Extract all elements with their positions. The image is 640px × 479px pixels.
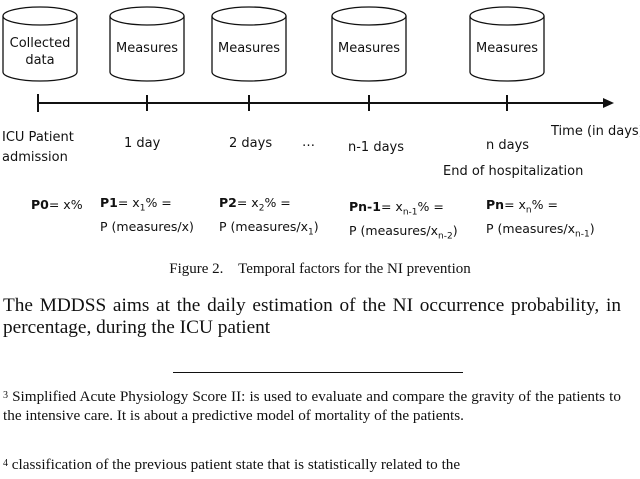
cylinder-label-measures-3: Measures bbox=[337, 41, 401, 56]
cylinder-collected-data bbox=[2, 6, 78, 82]
cylinder-label-measures-1: Measures bbox=[115, 41, 179, 56]
formula-p1-sub: 1 bbox=[139, 203, 146, 214]
footnote-4-mark: 4 bbox=[3, 458, 8, 469]
formula-pn: Pn= xn% = P (measures/xn-1) bbox=[486, 196, 595, 243]
formula-p2-prob: P (measures/x bbox=[219, 218, 309, 234]
formula-p0-expr: = x% bbox=[48, 197, 83, 212]
formula-p2-sub: 2 bbox=[258, 203, 265, 214]
formula-pn-1-expr-tail: % = bbox=[417, 199, 444, 214]
footnote-3: 3 Simplified Acute Physiology Score II: … bbox=[3, 387, 621, 425]
formula-p0: P0= x% bbox=[31, 196, 83, 213]
formula-p0-name: P0 bbox=[31, 197, 49, 212]
formula-pn-prob: P (measures/x bbox=[486, 220, 576, 236]
formula-pn-sub: n bbox=[525, 205, 532, 216]
cylinder-label-measures-2: Measures bbox=[217, 41, 281, 56]
formula-p1-prob: P (measures/x) bbox=[100, 218, 194, 234]
timeline-diagram bbox=[2, 6, 614, 112]
time-axis-label: Time (in days) bbox=[551, 124, 640, 139]
formula-pn-prob-tail: ) bbox=[589, 220, 595, 236]
footnote-4-text: classification of the previous patient s… bbox=[8, 456, 461, 473]
tick-label-end-of-hospitalization: End of hospitalization bbox=[443, 164, 584, 179]
formula-p2-prob-sub: 1 bbox=[308, 227, 314, 237]
formula-pn-1-expr: = x bbox=[380, 199, 403, 214]
formula-pn-1-prob: P (measures/x bbox=[349, 222, 439, 238]
cylinder-label-collected-data: Collected data bbox=[3, 35, 77, 69]
formula-pn-expr-tail: % = bbox=[531, 197, 558, 212]
tick-label-admission-line2: admission bbox=[2, 150, 68, 165]
tick-label-n-days: n days bbox=[486, 138, 530, 153]
formula-p2: P2= x2% = P (measures/x1) bbox=[219, 194, 319, 241]
cylinder-measures-2 bbox=[211, 6, 287, 82]
cylinder-label-measures-4: Measures bbox=[475, 41, 539, 56]
formula-pn-1-name: Pn-1 bbox=[349, 199, 381, 214]
formula-pn-name: Pn bbox=[486, 197, 505, 212]
formula-p1: P1= x1% = P (measures/x) bbox=[100, 194, 194, 235]
tick-label-2-days: 2 days bbox=[229, 136, 273, 151]
footnote-4: 4 classification of the previous patient… bbox=[3, 455, 621, 474]
formula-p1-expr-tail: % = bbox=[145, 195, 172, 210]
footnote-3-mark: 3 bbox=[3, 390, 8, 401]
body-paragraph: The MDDSS aims at the daily estimation o… bbox=[3, 295, 621, 338]
formula-pn-1-prob-sub: n-2 bbox=[438, 231, 453, 241]
tick-label-1-day: 1 day bbox=[124, 136, 161, 151]
tick-label-admission-line1: ICU Patient bbox=[2, 130, 74, 145]
cylinder-label-text: Collected data bbox=[9, 36, 71, 68]
formula-p2-prob-tail: ) bbox=[313, 218, 319, 234]
formula-p2-expr-tail: % = bbox=[264, 195, 291, 210]
figure-caption: Figure 2. Temporal factors for the NI pr… bbox=[169, 261, 471, 277]
formula-pn-1-sub: n-1 bbox=[402, 207, 418, 218]
formula-p2-name: P2 bbox=[219, 195, 237, 210]
formula-pn-1: Pn-1= xn-1% = P (measures/xn-2) bbox=[349, 198, 458, 245]
footnote-3-text: Simplified Acute Physiology Score II: is… bbox=[3, 388, 621, 424]
cylinder-measures-3 bbox=[331, 6, 407, 82]
footnote-separator bbox=[173, 372, 463, 373]
formula-p2-expr: = x bbox=[236, 195, 259, 210]
formula-pn-prob-sub: n-1 bbox=[575, 229, 590, 239]
time-axis-arrowhead bbox=[603, 98, 614, 108]
formula-pn-1-prob-tail: ) bbox=[452, 222, 458, 238]
tick-label-n-1-days: n-1 days bbox=[348, 140, 405, 155]
tick-ellipsis: … bbox=[302, 135, 315, 150]
formula-pn-expr: = x bbox=[504, 197, 526, 212]
formula-p1-expr: = x bbox=[117, 195, 140, 210]
cylinder-measures-1 bbox=[109, 6, 185, 82]
figure-2: Collected data Measures Measures Measure… bbox=[2, 6, 640, 245]
formula-p1-name: P1 bbox=[100, 195, 118, 210]
cylinder-measures-4 bbox=[469, 6, 545, 82]
